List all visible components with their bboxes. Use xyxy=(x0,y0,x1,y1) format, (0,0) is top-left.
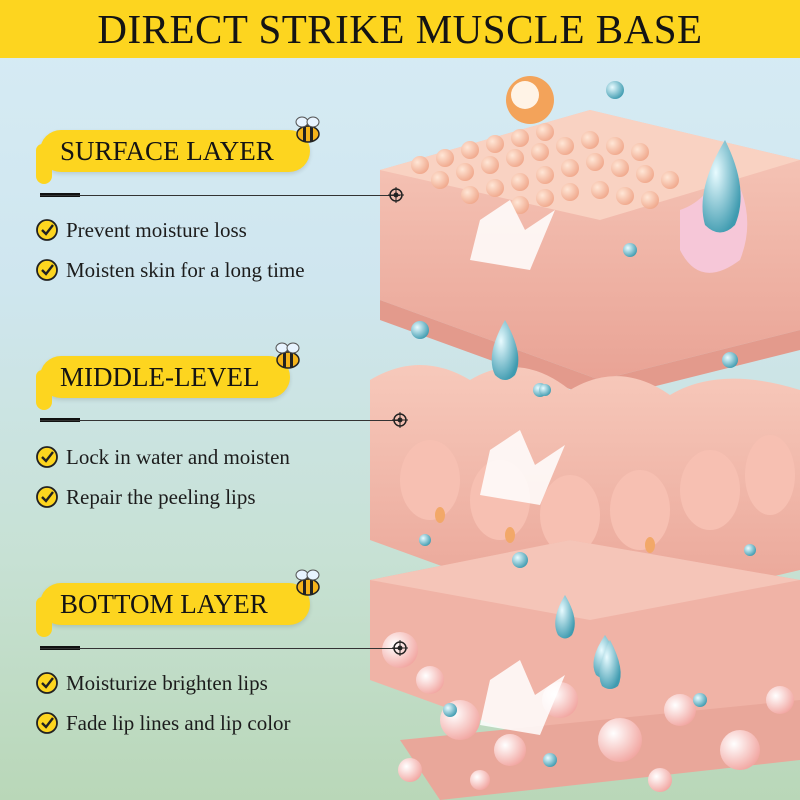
layer-label: BOTTOM LAYER xyxy=(60,588,268,619)
crosshair-icon xyxy=(392,412,408,428)
check-circle-icon xyxy=(36,486,58,508)
bullet-text: Fade lip lines and lip color xyxy=(66,710,291,735)
check-circle-icon xyxy=(36,219,58,241)
layer-label: SURFACE LAYER xyxy=(60,135,274,166)
list-item: Moisten skin for a long time xyxy=(36,250,305,290)
bullet-list-middle: Lock in water and moisten Repair the pee… xyxy=(36,437,290,517)
crosshair-icon xyxy=(388,187,404,203)
layer-badge-surface: SURFACE LAYER xyxy=(36,116,320,184)
bullet-text: Repair the peeling lips xyxy=(66,484,256,509)
bee-honey-icon xyxy=(295,116,320,143)
check-circle-icon xyxy=(36,712,58,734)
list-item: Repair the peeling lips xyxy=(36,477,290,517)
list-item: Moisturize brighten lips xyxy=(36,663,291,703)
orange-droplet xyxy=(506,76,554,124)
list-item: Fade lip lines and lip color xyxy=(36,703,291,743)
honey-drip-icon xyxy=(36,597,52,637)
divider-line xyxy=(40,648,400,649)
divider-line xyxy=(40,195,400,196)
layer-label: MIDDLE-LEVEL xyxy=(60,361,260,392)
bullet-text: Prevent moisture loss xyxy=(66,217,247,242)
bullet-text: Moisturize brighten lips xyxy=(66,670,268,695)
list-item: Prevent moisture loss xyxy=(36,210,305,250)
honey-drip-icon xyxy=(36,144,52,184)
bullet-list-bottom: Moisturize brighten lips Fade lip lines … xyxy=(36,663,291,743)
honey-drip-icon xyxy=(36,370,52,410)
bee-honey-icon xyxy=(275,342,300,369)
bullet-text: Moisten skin for a long time xyxy=(66,257,305,282)
bullet-list-surface: Prevent moisture loss Moisten skin for a… xyxy=(36,210,305,290)
skin-layers-illustration xyxy=(370,76,800,800)
bullet-text: Lock in water and moisten xyxy=(66,444,290,469)
bee-honey-icon xyxy=(295,569,320,596)
title-banner: DIRECT STRIKE MUSCLE BASE xyxy=(0,0,800,58)
check-circle-icon xyxy=(36,672,58,694)
divider-line xyxy=(40,420,400,421)
layer-badge-middle: MIDDLE-LEVEL xyxy=(36,342,300,410)
crosshair-icon xyxy=(392,640,408,656)
check-circle-icon xyxy=(36,446,58,468)
layer-badge-bottom: BOTTOM LAYER xyxy=(36,569,320,637)
down-arrows xyxy=(470,200,565,735)
check-circle-icon xyxy=(36,259,58,281)
page-title: DIRECT STRIKE MUSCLE BASE xyxy=(97,6,703,52)
surface-layer-block xyxy=(380,110,800,400)
teal-droplets xyxy=(491,320,621,689)
list-item: Lock in water and moisten xyxy=(36,437,290,477)
blue-droplet-flower xyxy=(680,140,748,273)
